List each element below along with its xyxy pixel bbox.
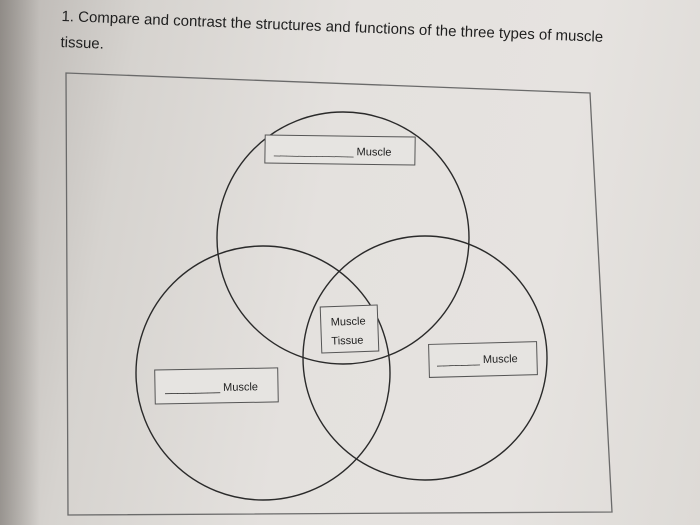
right-muscle-label: _______ Muscle — [428, 341, 538, 378]
right-label-box — [428, 341, 538, 378]
center-muscle-tissue-label: Muscle Tissue — [319, 304, 380, 354]
diagram-frame — [65, 72, 613, 516]
page-shadow — [0, 0, 40, 525]
right-label-text[interactable]: _______ Muscle — [436, 353, 518, 367]
left-label-text[interactable]: _________ Muscle — [164, 381, 258, 395]
top-muscle-label: _____________ Muscle — [264, 134, 416, 166]
center-label-line-1: Muscle — [331, 315, 366, 328]
left-muscle-label: _________ Muscle — [154, 367, 279, 405]
center-label-box — [319, 304, 380, 354]
venn-circle-top — [216, 111, 470, 365]
venn-circle-left — [135, 245, 391, 501]
left-label-box — [154, 367, 279, 405]
top-label-text[interactable]: _____________ Muscle — [273, 145, 392, 159]
center-label-line-2: Tissue — [331, 335, 363, 348]
top-label-box — [264, 134, 416, 166]
venn-circle-right — [302, 235, 548, 481]
